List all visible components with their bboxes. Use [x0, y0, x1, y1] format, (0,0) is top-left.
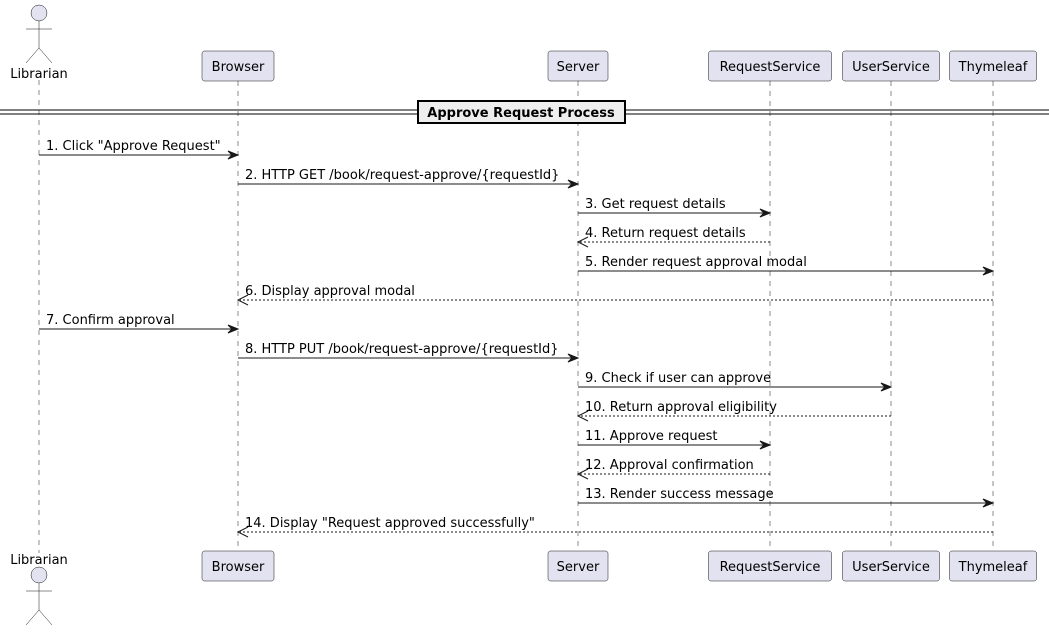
participant-label: Server	[557, 560, 600, 575]
message-7: 7. Confirm approval	[39, 313, 240, 334]
arrowhead-icon	[567, 353, 580, 363]
message-label: 11. Approve request	[585, 429, 717, 444]
message-label: 8. HTTP PUT /book/request-approve/{reque…	[245, 342, 559, 357]
arrowhead-icon	[759, 440, 772, 450]
message-14: 14. Display "Request approved successful…	[236, 516, 993, 538]
participant-box	[547, 550, 609, 582]
participant-box	[201, 50, 275, 82]
message-2: 2. HTTP GET /book/request-approve/{reque…	[238, 168, 580, 189]
message-1: 1. Click "Approve Request"	[39, 139, 240, 160]
participant-box	[949, 50, 1037, 82]
participant-box	[842, 550, 940, 582]
arrowhead-icon	[880, 382, 893, 392]
message-3: 3. Get request details	[578, 197, 772, 218]
message-11: 11. Approve request	[578, 429, 772, 450]
participant-thymeleaf-top: Thymeleaf	[949, 50, 1037, 82]
participant-userservice-top: UserService	[842, 50, 940, 82]
arrowhead-icon	[576, 236, 589, 248]
message-label: 13. Render success message	[585, 487, 774, 502]
participant-label: Librarian	[10, 67, 68, 82]
message-label: 6. Display approval modal	[245, 284, 415, 299]
participant-label: Server	[557, 60, 600, 75]
participant-label: Browser	[212, 60, 265, 75]
arrowhead-icon	[982, 266, 995, 276]
messages: 1. Click "Approve Request" 2. HTTP GET /b…	[39, 139, 995, 538]
participant-box	[708, 550, 832, 582]
arrowhead-icon	[576, 410, 589, 422]
participant-requestservice-top: RequestService	[708, 50, 832, 82]
actor-icon	[30, 4, 48, 22]
arrowhead-icon	[982, 498, 995, 508]
arrowhead-icon	[576, 468, 589, 480]
participant-label: Thymeleaf	[958, 560, 1028, 575]
message-label: 4. Return request details	[585, 226, 746, 241]
participant-label: RequestService	[720, 560, 821, 575]
participant-label: Thymeleaf	[958, 60, 1028, 75]
participant-box	[547, 50, 609, 82]
participant-librarian-top: Librarian	[10, 4, 68, 82]
arrowhead-icon	[227, 150, 240, 160]
participant-server-top: Server	[547, 50, 609, 82]
participant-browser-bottom: Browser	[201, 550, 275, 582]
participant-label: Browser	[212, 560, 265, 575]
arrowhead-icon	[759, 208, 772, 218]
message-5: 5. Render request approval modal	[578, 255, 995, 276]
participants: LibrarianLibrarianBrowserBrowserServerSe…	[10, 4, 1037, 626]
message-6: 6. Display approval modal	[236, 284, 993, 306]
divider-label: Approve Request Process	[427, 106, 615, 121]
divider-box	[417, 100, 626, 124]
participant-box	[708, 50, 832, 82]
message-10: 10. Return approval eligibility	[576, 400, 891, 422]
message-label: 1. Click "Approve Request"	[46, 139, 221, 154]
participant-label: UserService	[852, 560, 930, 575]
participant-userservice-bottom: UserService	[842, 550, 940, 582]
message-label: 12. Approval confirmation	[585, 458, 754, 473]
message-13: 13. Render success message	[578, 487, 995, 508]
participant-box	[949, 550, 1037, 582]
arrowhead-icon	[236, 294, 249, 306]
arrowhead-icon	[236, 526, 249, 538]
divider: Approve Request Process	[0, 100, 1049, 124]
arrowhead-icon	[227, 324, 240, 334]
participant-box	[201, 550, 275, 582]
participant-librarian-bottom: Librarian	[10, 553, 68, 626]
participant-label: Librarian	[10, 553, 68, 568]
message-label: 14. Display "Request approved successful…	[245, 516, 535, 531]
message-12: 12. Approval confirmation	[576, 458, 770, 480]
participant-thymeleaf-bottom: Thymeleaf	[949, 550, 1037, 582]
participant-browser-top: Browser	[201, 50, 275, 82]
message-label: 10. Return approval eligibility	[585, 400, 777, 415]
message-4: 4. Return request details	[576, 226, 770, 248]
message-label: 7. Confirm approval	[46, 313, 175, 328]
message-8: 8. HTTP PUT /book/request-approve/{reque…	[238, 342, 580, 363]
participant-label: RequestService	[720, 60, 821, 75]
actor-icon	[30, 566, 48, 584]
participant-requestservice-bottom: RequestService	[708, 550, 832, 582]
message-label: 5. Render request approval modal	[585, 255, 807, 270]
message-label: 2. HTTP GET /book/request-approve/{reque…	[245, 168, 559, 183]
participant-box	[842, 50, 940, 82]
participant-server-bottom: Server	[547, 550, 609, 582]
message-9: 9. Check if user can approve	[578, 371, 893, 392]
message-label: 3. Get request details	[585, 197, 726, 212]
message-label: 9. Check if user can approve	[585, 371, 771, 386]
lifelines	[38, 80, 994, 553]
arrowhead-icon	[567, 179, 580, 189]
participant-label: UserService	[852, 60, 930, 75]
